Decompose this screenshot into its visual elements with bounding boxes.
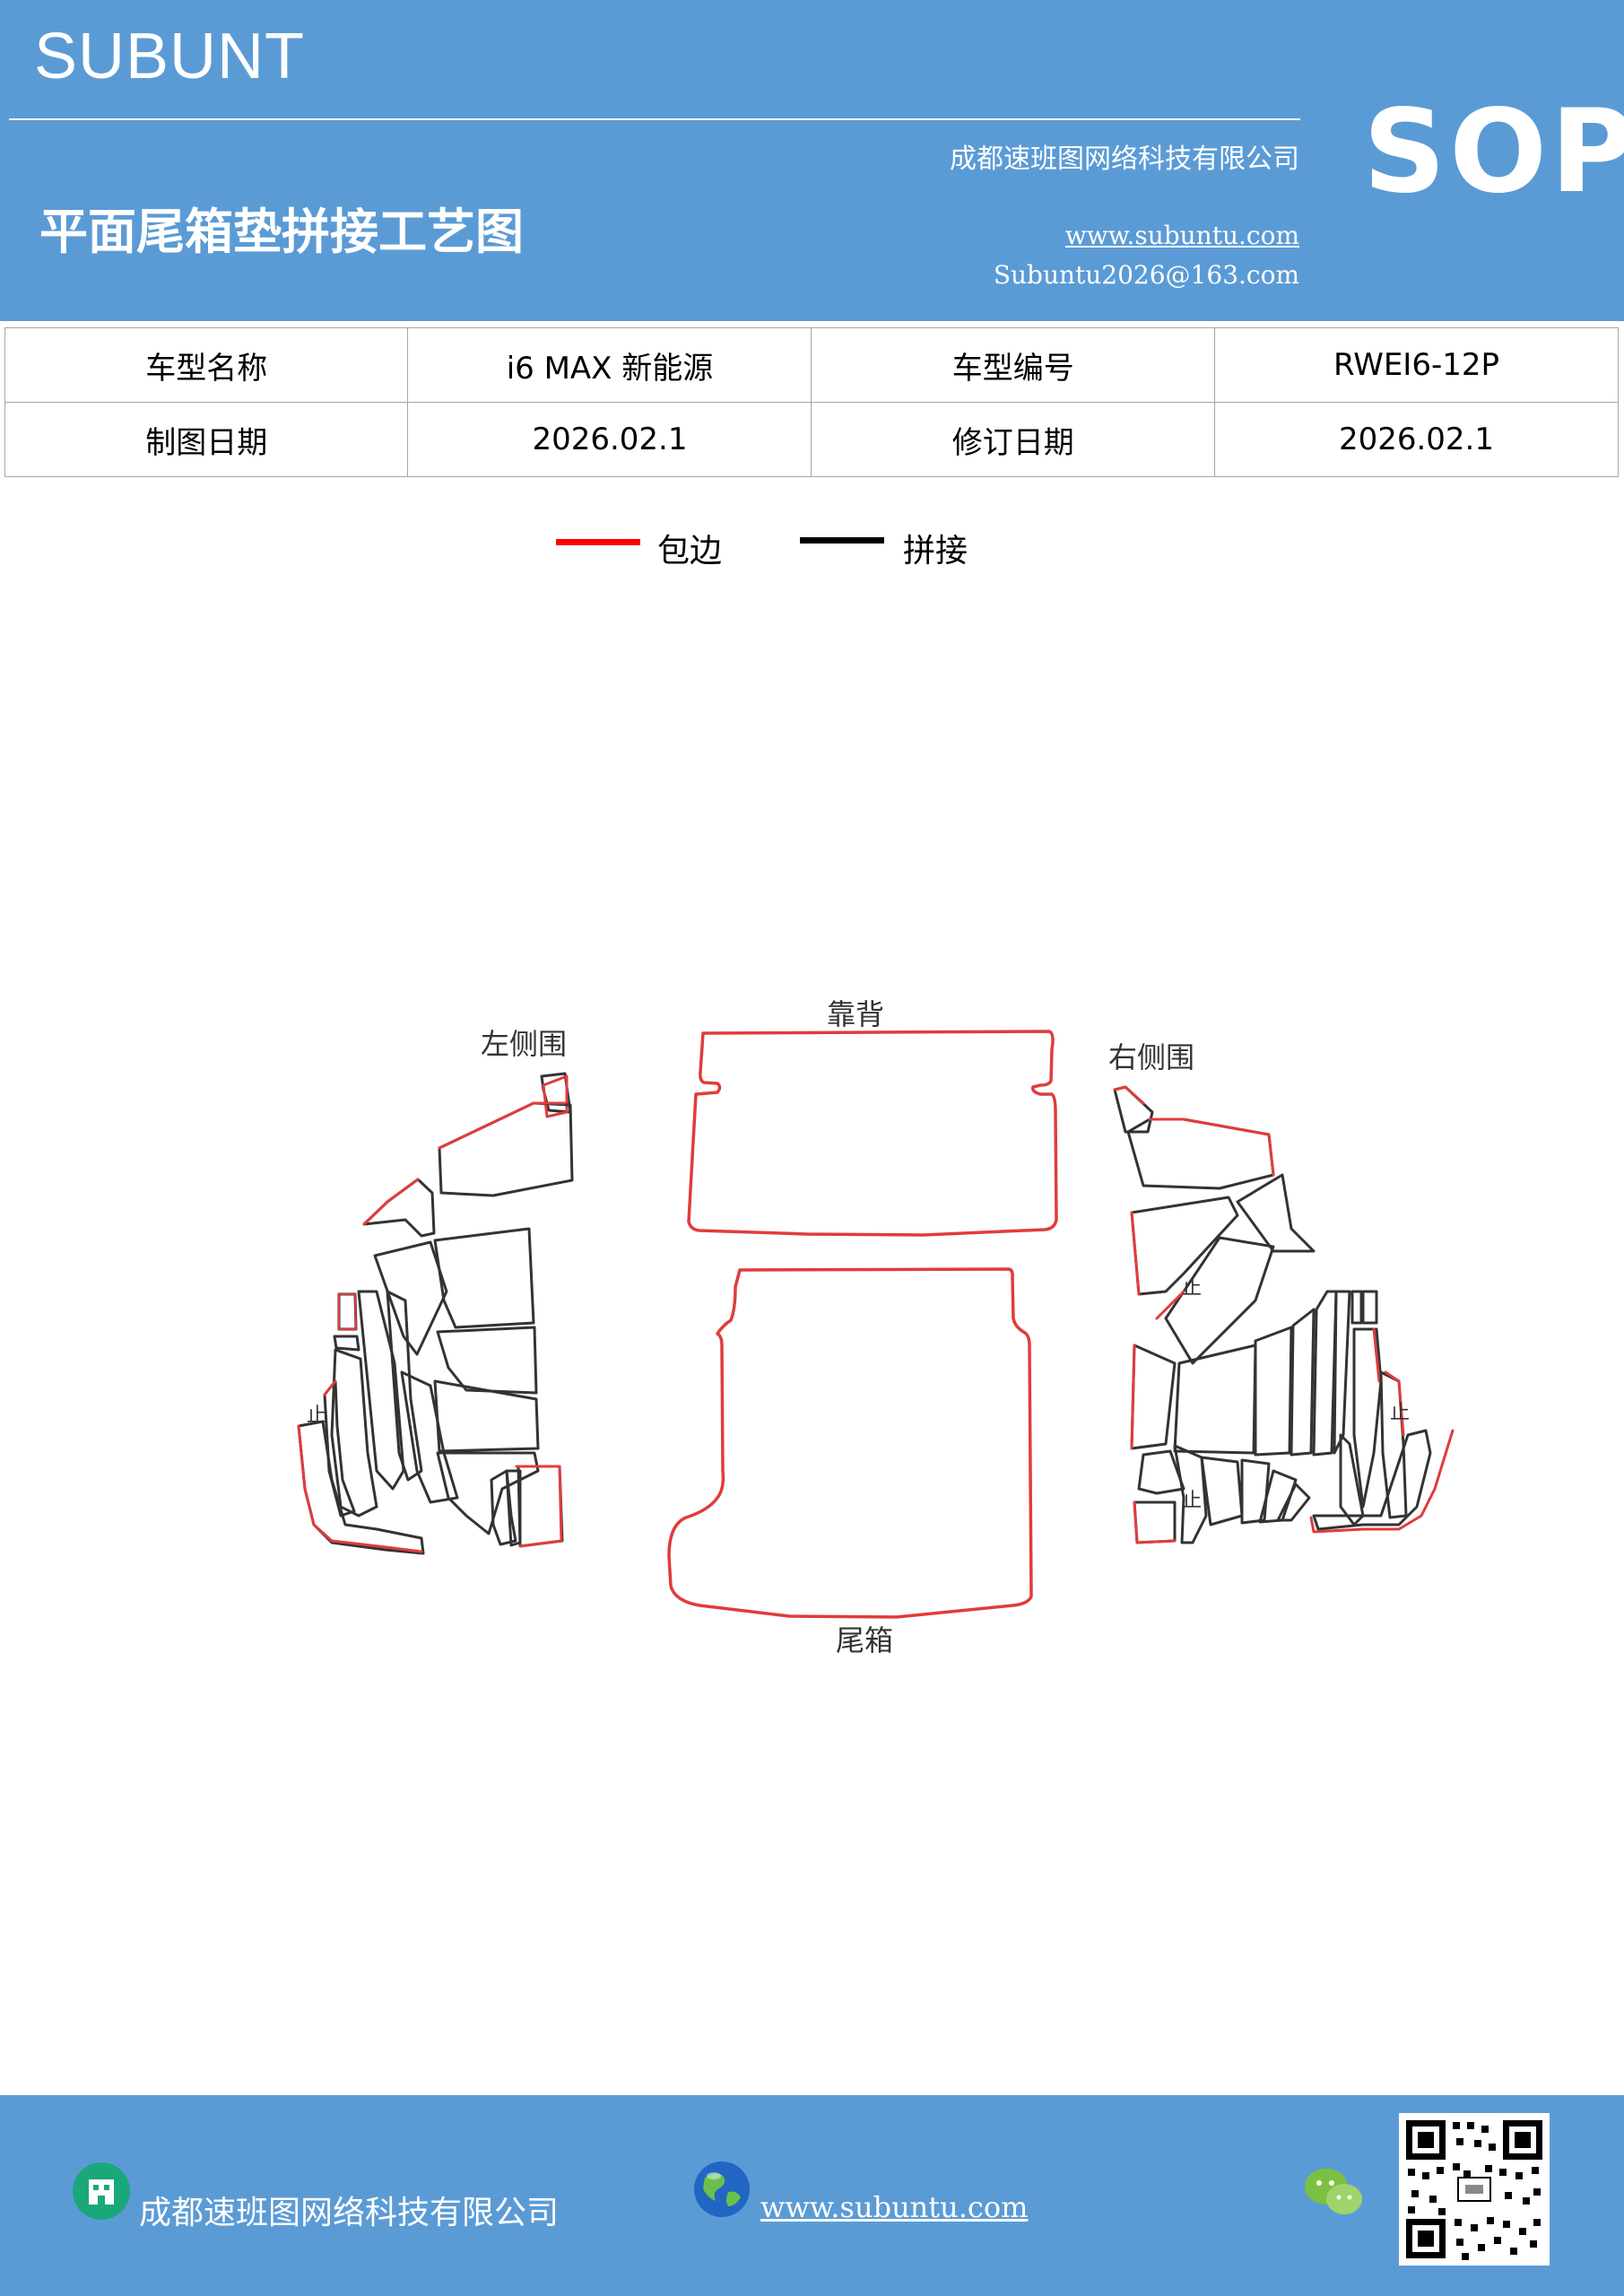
footer-company: 成都速班图网络科技有限公司 xyxy=(139,2195,560,2231)
vehicle-info-table: 车型名称 i6 MAX 新能源 车型编号 RWEI6-12P 制图日期 2026… xyxy=(4,327,1620,477)
label-trunk: 尾箱 xyxy=(836,1623,893,1657)
legend-edge-swatch xyxy=(556,539,640,545)
brand-name: SUBUNT xyxy=(34,21,306,92)
footer-website-link[interactable]: www.subuntu.com xyxy=(760,2190,1029,2224)
table-cell: 2026.02.1 xyxy=(407,402,812,477)
legend-seam-swatch xyxy=(800,537,884,544)
legend: 包边 拼接 xyxy=(0,525,1624,578)
label-stop: 止 xyxy=(1390,1402,1410,1424)
header-banner: SUBUNT SOP 成都速班图网络科技有限公司 平面尾箱垫拼接工艺图 www.… xyxy=(0,0,1624,321)
label-right-side: 右侧围 xyxy=(1108,1040,1194,1074)
qr-code[interactable] xyxy=(1399,2113,1550,2266)
globe-icon xyxy=(694,2161,750,2217)
building-icon xyxy=(73,2162,130,2220)
right-side-panels xyxy=(1113,1085,1455,1544)
header-divider xyxy=(9,118,1300,120)
footer-banner: 成都速班图网络科技有限公司 www.subuntu.com xyxy=(0,2095,1624,2296)
label-stop: 止 xyxy=(1182,1490,1202,1512)
website-link[interactable]: www.subuntu.com xyxy=(1064,221,1299,250)
table-row: 制图日期 2026.02.1 修订日期 2026.02.1 xyxy=(4,402,1620,477)
left-side-panels xyxy=(297,1072,574,1555)
table-cell: 2026.02.1 xyxy=(1213,402,1620,477)
legend-edge-label: 包边 xyxy=(657,533,723,570)
sop-badge: SOP xyxy=(1363,85,1624,219)
table-cell: RWEI6-12P xyxy=(1213,327,1620,403)
trunk-panel xyxy=(667,1267,1033,1619)
table-cell: 制图日期 xyxy=(4,402,409,477)
page-title: 平面尾箱垫拼接工艺图 xyxy=(39,204,524,260)
wechat-icon xyxy=(1305,2169,1362,2214)
email-address: Subuntu2026@163.com xyxy=(993,260,1299,290)
label-stop: 止 xyxy=(307,1405,326,1427)
trunk-mat-diagram: 左侧围 靠背 右侧围 尾箱 止 止 止 止 xyxy=(297,997,1455,1657)
table-cell: 车型名称 xyxy=(4,327,409,403)
table-row: 车型名称 i6 MAX 新能源 车型编号 RWEI6-12P xyxy=(4,327,1620,403)
legend-seam-label: 拼接 xyxy=(903,533,968,570)
label-left-side: 左侧围 xyxy=(481,1027,567,1061)
company-name: 成都速班图网络科技有限公司 xyxy=(950,144,1299,175)
table-cell: i6 MAX 新能源 xyxy=(407,327,812,403)
table-cell: 车型编号 xyxy=(811,327,1215,403)
label-stop: 止 xyxy=(1182,1277,1202,1300)
label-backrest: 靠背 xyxy=(827,997,884,1031)
backrest-panel xyxy=(687,1030,1058,1237)
table-cell: 修订日期 xyxy=(811,402,1215,477)
